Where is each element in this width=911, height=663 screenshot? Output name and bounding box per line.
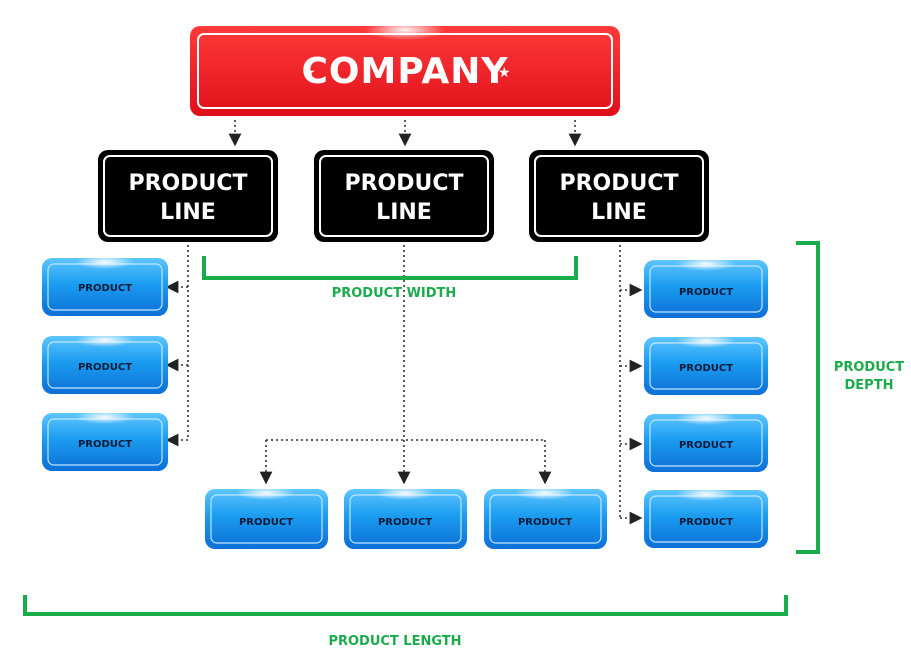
- company-connectors: [228, 120, 582, 147]
- product-box-right-3: PRODUCT: [644, 411, 768, 472]
- product-box-left-2: PRODUCT: [42, 333, 168, 394]
- product-line-label-2a: PRODUCT: [344, 171, 463, 196]
- product-box-left-1: PRODUCT: [42, 255, 168, 316]
- product-depth-label-1: PRODUCT: [834, 360, 904, 375]
- product-length-bracket: PRODUCT LENGTH: [23, 595, 788, 649]
- company-label: COMPANY: [302, 51, 509, 92]
- product-label: PRODUCT: [378, 517, 432, 528]
- product-label: PRODUCT: [679, 287, 733, 298]
- product-label: PRODUCT: [78, 439, 132, 450]
- product-box-right-4: PRODUCT: [644, 487, 768, 548]
- product-width-bracket: PRODUCT WIDTH: [202, 256, 578, 301]
- product-box-right-2: PRODUCT: [644, 334, 768, 395]
- product-label: PRODUCT: [78, 362, 132, 373]
- product-box-left-3: PRODUCT: [42, 410, 168, 471]
- product-width-label: PRODUCT WIDTH: [332, 286, 457, 301]
- product-line-box-3: PRODUCT LINE: [529, 150, 709, 242]
- company-box: ★ COMPANY ★: [190, 20, 620, 116]
- product-label: PRODUCT: [518, 517, 572, 528]
- product-depth-bracket: PRODUCT DEPTH: [796, 241, 904, 554]
- product-box-bottom-2: PRODUCT: [344, 486, 467, 549]
- product-box-right-1: PRODUCT: [644, 257, 768, 318]
- product-line-label-3b: LINE: [591, 200, 647, 225]
- product-box-bottom-3: PRODUCT: [484, 486, 607, 549]
- right-connectors: [619, 245, 643, 525]
- product-line-label-1b: LINE: [160, 200, 216, 225]
- middle-connectors: [259, 245, 552, 485]
- product-label: PRODUCT: [679, 517, 733, 528]
- product-label: PRODUCT: [679, 363, 733, 374]
- product-label: PRODUCT: [679, 440, 733, 451]
- product-label: PRODUCT: [78, 283, 132, 294]
- product-length-label: PRODUCT LENGTH: [328, 634, 461, 649]
- product-line-box-1: PRODUCT LINE: [98, 150, 278, 242]
- product-line-box-2: PRODUCT LINE: [314, 150, 494, 242]
- star-icon-right: ★: [498, 65, 512, 81]
- product-depth-label-2: DEPTH: [845, 378, 894, 393]
- product-line-label-2b: LINE: [376, 200, 432, 225]
- product-line-label-3a: PRODUCT: [559, 171, 678, 196]
- left-connectors: [165, 245, 189, 447]
- product-box-bottom-1: PRODUCT: [205, 486, 328, 549]
- product-label: PRODUCT: [239, 517, 293, 528]
- product-line-label-1a: PRODUCT: [128, 171, 247, 196]
- star-icon-left: ★: [303, 65, 317, 81]
